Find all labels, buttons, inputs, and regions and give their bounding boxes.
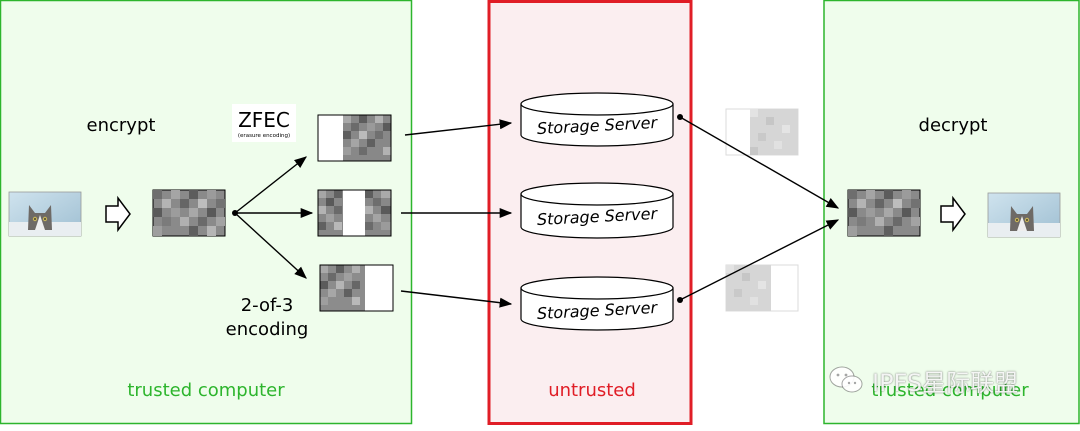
share-block-3: [319, 264, 394, 312]
zfec-label: ZFEC: [238, 108, 290, 132]
share-block-2: [317, 189, 392, 237]
hollow-arrow-decrypt-icon: [940, 195, 966, 233]
encoding-label-line1: 2-of-3: [241, 295, 294, 316]
middle-region-label: untrusted: [548, 380, 636, 401]
decrypt-label: decrypt: [919, 115, 988, 136]
storage-server-1: Storage Server: [520, 92, 674, 147]
arrow-server3-to-decoder: [679, 219, 840, 301]
hollow-arrow-encrypt-icon: [105, 195, 131, 233]
wechat-icon: [829, 366, 863, 393]
share-block-1: [317, 114, 392, 162]
retrieved-share-3: [725, 264, 799, 312]
arrow-server1-to-decoder: [679, 116, 840, 209]
storage-server-3: Storage Server: [520, 276, 674, 331]
arrow-share1-to-server1: [404, 119, 513, 136]
zfec-label-bg: [232, 104, 296, 142]
retrieved-share-1: [725, 108, 799, 156]
storage-server-2: Storage Server: [520, 182, 674, 239]
arrow-to-share-1: [234, 156, 307, 214]
left-region-label: trusted computer: [127, 380, 285, 401]
right-region-label: trusted computer: [871, 380, 1029, 401]
reconstructed-data-block: [847, 189, 921, 237]
arrow-share3-to-server3: [400, 290, 513, 308]
watermark-text: IPFS星际联盟: [872, 368, 1019, 397]
zfec-sublabel: (erasure encoding): [238, 133, 290, 139]
watermark: IPFS星际联盟: [828, 360, 1058, 400]
encrypted-data-block: [152, 189, 226, 237]
cat-image-source: [8, 191, 82, 237]
encrypt-label: encrypt: [87, 115, 156, 136]
encoding-label-line2: encoding: [226, 319, 309, 340]
arrow-to-share-3: [234, 212, 307, 279]
cat-image-output: [987, 192, 1061, 238]
